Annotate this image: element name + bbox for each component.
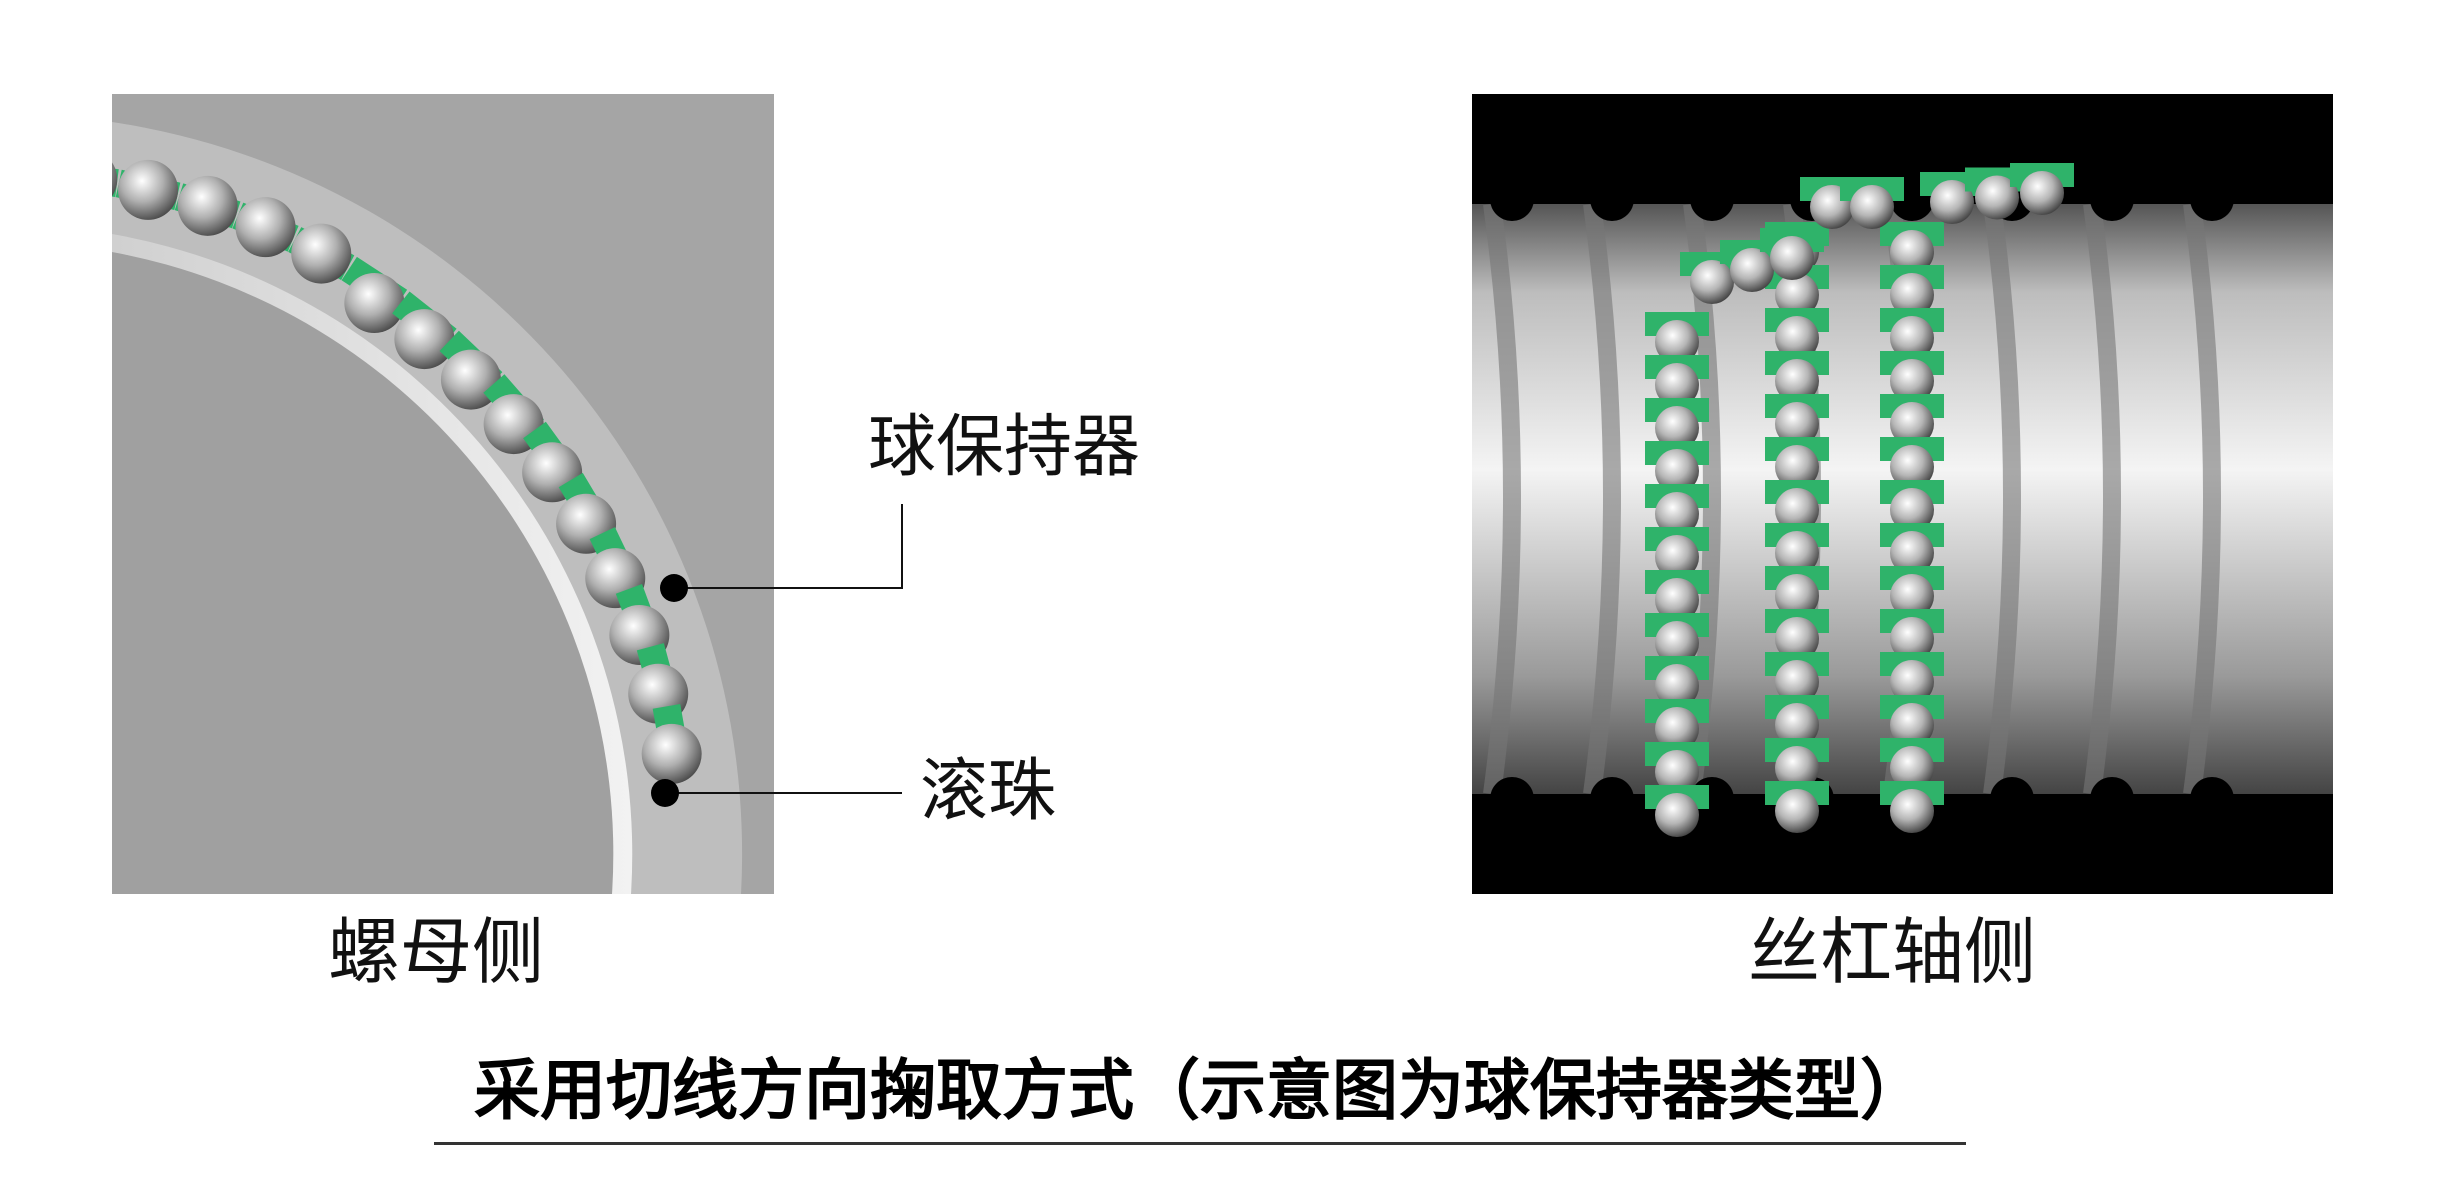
ball-retainer-label: 球保持器	[868, 408, 1141, 487]
ball	[1645, 484, 1709, 536]
ball	[1880, 265, 1944, 317]
ball	[1645, 441, 1709, 493]
ball	[1765, 738, 1829, 790]
ball-label: 滚珠	[920, 752, 1057, 831]
ball	[1645, 785, 1709, 837]
ball	[1645, 312, 1709, 364]
ball	[1765, 652, 1829, 704]
shaft-side-label: 丝杠轴侧	[1748, 910, 2037, 994]
ball	[1765, 566, 1829, 618]
ball	[1880, 437, 1944, 489]
ball	[1765, 480, 1829, 532]
ball-pointer-dot	[651, 779, 679, 807]
shaft-side-illustration	[1472, 94, 2333, 894]
ball	[1765, 351, 1829, 403]
ball	[1760, 228, 1824, 280]
ball	[1645, 656, 1709, 708]
nut-side-illustration	[112, 94, 774, 894]
ball	[1920, 172, 1984, 224]
ball-retainer-ring	[112, 159, 702, 784]
ball	[1765, 781, 1829, 833]
ball	[1645, 570, 1709, 622]
ball	[288, 223, 355, 284]
ball	[1880, 695, 1944, 747]
figure-caption: 采用切线方向掬取方式（示意图为球保持器类型）	[474, 1052, 1926, 1129]
ball	[115, 159, 181, 220]
ball-retainer-coils	[1645, 163, 2074, 837]
ball	[1645, 527, 1709, 579]
ball	[641, 703, 702, 784]
ball	[1880, 480, 1944, 532]
ball	[2010, 163, 2074, 215]
ball	[1880, 308, 1944, 360]
nut-side-label: 螺母侧	[328, 910, 545, 994]
ball	[1645, 613, 1709, 665]
ball	[1645, 355, 1709, 407]
ball	[1840, 177, 1904, 229]
ball	[341, 256, 408, 334]
caption-underline	[434, 1142, 1966, 1145]
ball	[1765, 308, 1829, 360]
ball	[1880, 222, 1944, 274]
ball	[1645, 398, 1709, 450]
ball-retainer-pointer-dot	[660, 574, 688, 602]
ball	[1645, 742, 1709, 794]
ball	[112, 161, 119, 198]
ball	[1880, 738, 1944, 790]
ball	[392, 291, 457, 370]
ball	[1880, 394, 1944, 446]
ball	[1765, 437, 1829, 489]
ball	[1645, 699, 1709, 751]
ball	[1880, 566, 1944, 618]
ball	[174, 175, 241, 236]
ball	[1880, 351, 1944, 403]
ball	[1765, 695, 1829, 747]
ball	[232, 197, 299, 258]
ball	[1765, 394, 1829, 446]
ball	[1765, 523, 1829, 575]
ball	[1765, 609, 1829, 661]
ball	[1880, 523, 1944, 575]
ball	[1880, 609, 1944, 661]
ball	[1880, 781, 1944, 833]
ball	[1880, 652, 1944, 704]
